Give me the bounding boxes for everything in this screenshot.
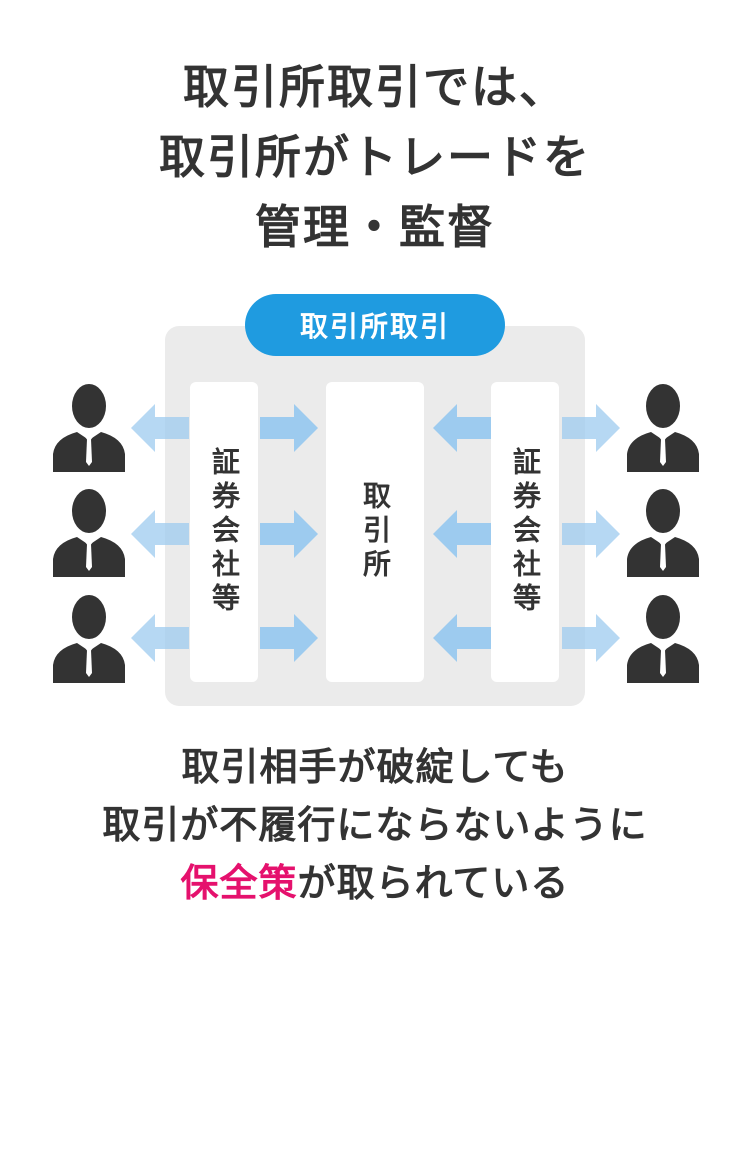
businessperson-icon — [53, 489, 125, 577]
arrow-left-icon — [131, 404, 189, 452]
arrow-left-icon — [433, 510, 491, 558]
securities-firm-label-right: 証券会社等 — [509, 447, 542, 617]
arrow-left-icon — [433, 404, 491, 452]
title-line-2: 取引所がトレードを — [159, 130, 591, 184]
arrow-right-icon — [562, 614, 620, 662]
arrow-right-icon — [260, 614, 318, 662]
explanation-text: 取引相手が破綻しても 取引が不履行にならないように 保全策が取られている — [0, 738, 750, 912]
exchange-box: 取引所 — [326, 382, 424, 682]
securities-firm-box-left: 証券会社等 — [190, 382, 258, 682]
title-line-3: 管理・監督 — [255, 200, 495, 254]
page-title: 取引所取引では、 取引所がトレードを 管理・監督 — [0, 52, 750, 262]
body-line-3-rest: が取られている — [297, 861, 570, 905]
exchange-header-badge: 取引所取引 — [245, 294, 505, 356]
arrow-right-icon — [260, 510, 318, 558]
securities-firm-box-right: 証券会社等 — [491, 382, 559, 682]
exchange-diagram: 取引所取引 証券会社等 取引所 証券会社等 — [0, 290, 750, 720]
businessperson-icon — [627, 489, 699, 577]
title-line-1: 取引所取引では、 — [183, 60, 567, 114]
body-line-3: 保全策が取られている — [0, 854, 750, 912]
arrow-right-icon — [260, 404, 318, 452]
businessperson-icon — [53, 595, 125, 683]
businessperson-icon — [627, 595, 699, 683]
arrow-left-icon — [433, 614, 491, 662]
businessperson-icon — [627, 384, 699, 472]
businessperson-icon — [53, 384, 125, 472]
highlight-text: 保全策 — [180, 861, 298, 905]
exchange-label: 取引所 — [359, 481, 392, 583]
arrow-right-icon — [562, 404, 620, 452]
body-line-1: 取引相手が破綻しても — [181, 745, 569, 789]
arrow-left-icon — [131, 614, 189, 662]
body-line-2: 取引が不履行にならないように — [102, 803, 648, 847]
arrow-right-icon — [562, 510, 620, 558]
arrow-left-icon — [131, 510, 189, 558]
securities-firm-label-left: 証券会社等 — [208, 447, 241, 617]
